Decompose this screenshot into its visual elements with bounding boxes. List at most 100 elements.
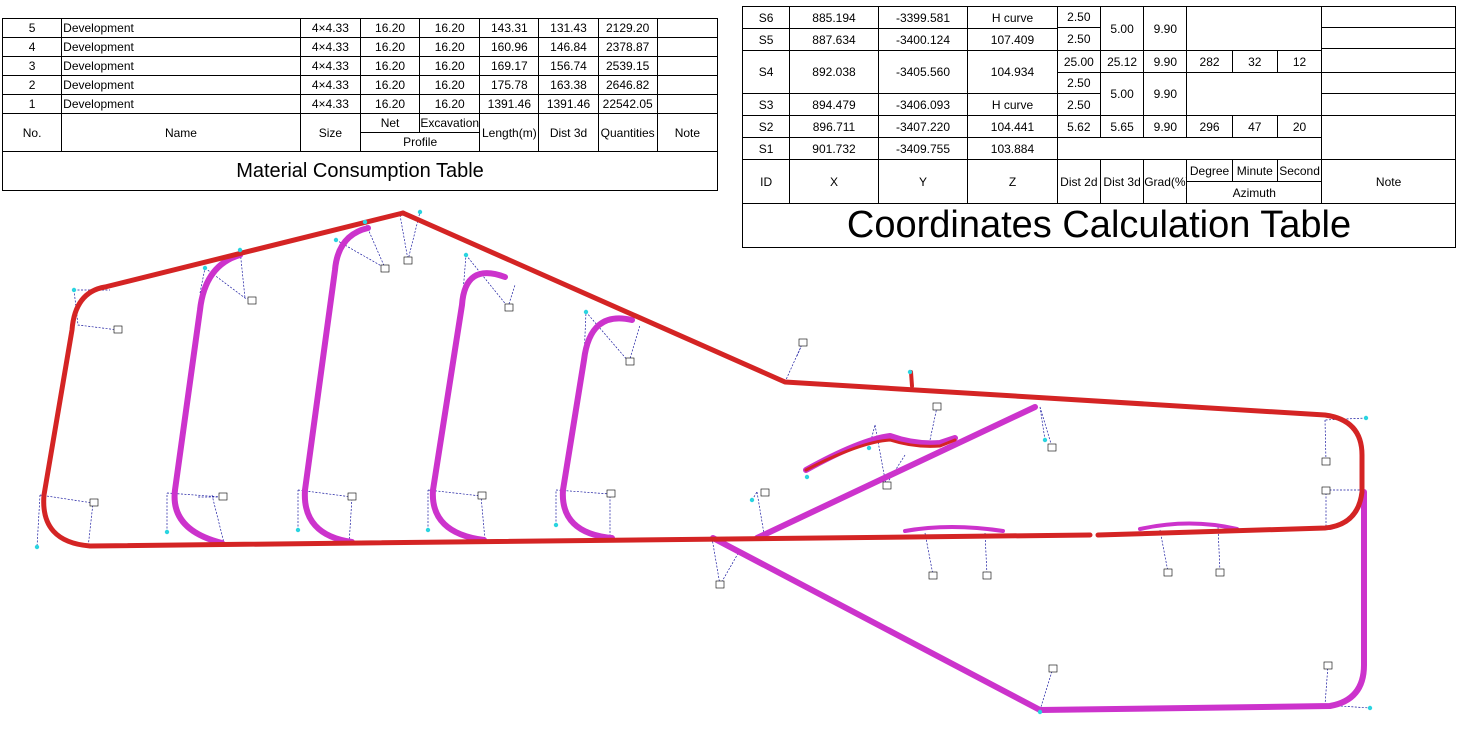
survey-point: [749, 497, 755, 503]
main-drifts: [41, 210, 1365, 549]
cell-dist3d: 163.38: [538, 75, 599, 95]
development-drift-1-ramp: [710, 489, 1367, 713]
survey-point: [362, 219, 368, 225]
cell-length: 1391.46: [479, 94, 540, 114]
survey-point: [583, 309, 589, 315]
survey-points: [34, 209, 1373, 715]
header-excavation: Excavation: [419, 113, 481, 133]
survey-point: [866, 445, 872, 451]
main-drift-ring: [400, 210, 1365, 493]
point-y: -3405.560: [877, 50, 969, 94]
survey-tag: [380, 264, 390, 273]
point-z: 104.934: [967, 50, 1058, 94]
survey-point: [333, 237, 339, 243]
development-drift-4: [301, 225, 371, 545]
cell-dist3d: 146.84: [538, 37, 599, 57]
main-drift-west: [41, 210, 1093, 549]
header-y: Y: [877, 159, 969, 204]
survey-tag: [882, 481, 892, 490]
survey-line: [711, 537, 741, 586]
cell-exc: 16.20: [419, 75, 481, 95]
coordinates-calculation-table: S6 885.194 -3399.581 H curve 2.50 5.00 9…: [741, 6, 1456, 248]
seg-degree: 282: [1186, 50, 1233, 73]
survey-tag: [403, 256, 413, 265]
survey-tag: [928, 571, 938, 580]
survey-tag: [247, 296, 257, 305]
survey-point: [553, 522, 559, 528]
survey-tag: [1321, 457, 1331, 466]
cell-net: 16.20: [359, 37, 421, 57]
survey-tag: [1323, 661, 1333, 670]
survey-point: [34, 544, 40, 550]
survey-point: [1042, 437, 1048, 443]
point-x: 887.634: [789, 28, 879, 51]
cell-net: 16.20: [359, 75, 421, 95]
survey-tag: [715, 580, 725, 589]
survey-tag: [1321, 486, 1331, 495]
survey-point: [907, 369, 913, 375]
header-dist3d: Dist 3d: [538, 113, 599, 152]
material-table-title: Material Consumption Table: [2, 151, 718, 191]
survey-tag: [218, 492, 228, 501]
survey-line: [166, 492, 225, 544]
cell-net: 16.20: [359, 94, 421, 114]
survey-point: [164, 529, 170, 535]
seg-dist2d: 2.50: [1056, 72, 1101, 94]
survey-line: [1325, 489, 1362, 530]
survey-point: [425, 527, 431, 533]
development-drift-5: [171, 252, 243, 546]
survey-line: [924, 532, 988, 576]
survey-point: [202, 265, 208, 271]
survey-line: [199, 249, 253, 301]
main-drift-stub: [909, 370, 914, 388]
survey-line: [1159, 526, 1221, 573]
survey-tag: [1163, 568, 1173, 577]
seg-dist2d: 2.50: [1056, 27, 1101, 51]
survey-tag: [982, 571, 992, 580]
development-bypass-1: [903, 525, 1005, 533]
seg-grad: 9.90: [1143, 6, 1188, 51]
cell-dist3d: 156.74: [538, 56, 599, 76]
survey-tag: [798, 338, 808, 347]
survey-line: [784, 341, 804, 383]
header-length: Length(m): [479, 113, 540, 152]
survey-tag: [1048, 664, 1058, 673]
note-cell: [1321, 115, 1456, 160]
development-drift-2: [559, 315, 635, 541]
cell-dist3d: 131.43: [538, 18, 599, 38]
header-name: Name: [61, 113, 301, 152]
survey-point: [1367, 705, 1373, 711]
point-x: 894.479: [789, 93, 879, 116]
point-z: 104.441: [967, 115, 1058, 138]
survey-tag: [932, 402, 942, 411]
survey-point: [417, 209, 423, 215]
survey-line: [1324, 417, 1367, 463]
survey-tag: [606, 489, 616, 498]
header-id: ID: [741, 159, 791, 204]
point-x: 901.732: [789, 137, 879, 160]
survey-tag: [113, 325, 123, 334]
survey-line: [73, 289, 119, 331]
header-note: Note: [656, 113, 719, 152]
survey-point: [1037, 709, 1043, 715]
survey-point: [804, 474, 810, 480]
survey-tag: [89, 498, 99, 507]
survey-tag: [477, 491, 487, 500]
cell-length: 169.17: [479, 56, 540, 76]
header-net: Net: [359, 113, 421, 133]
development-drifts: [171, 225, 1367, 713]
development-drift-diagonal: [754, 404, 1038, 541]
header-quantities: Quantities: [597, 113, 658, 152]
point-x: 885.194: [789, 6, 879, 29]
main-drift-east: [1095, 489, 1365, 538]
cell-qty: 22542.05: [597, 94, 658, 114]
survey-point: [463, 252, 469, 258]
header-size: Size: [299, 113, 361, 152]
coord-table-title: Coordinates Calculation Table: [742, 203, 1456, 248]
point-x: 892.038: [789, 50, 879, 94]
survey-lines: [36, 211, 1371, 711]
